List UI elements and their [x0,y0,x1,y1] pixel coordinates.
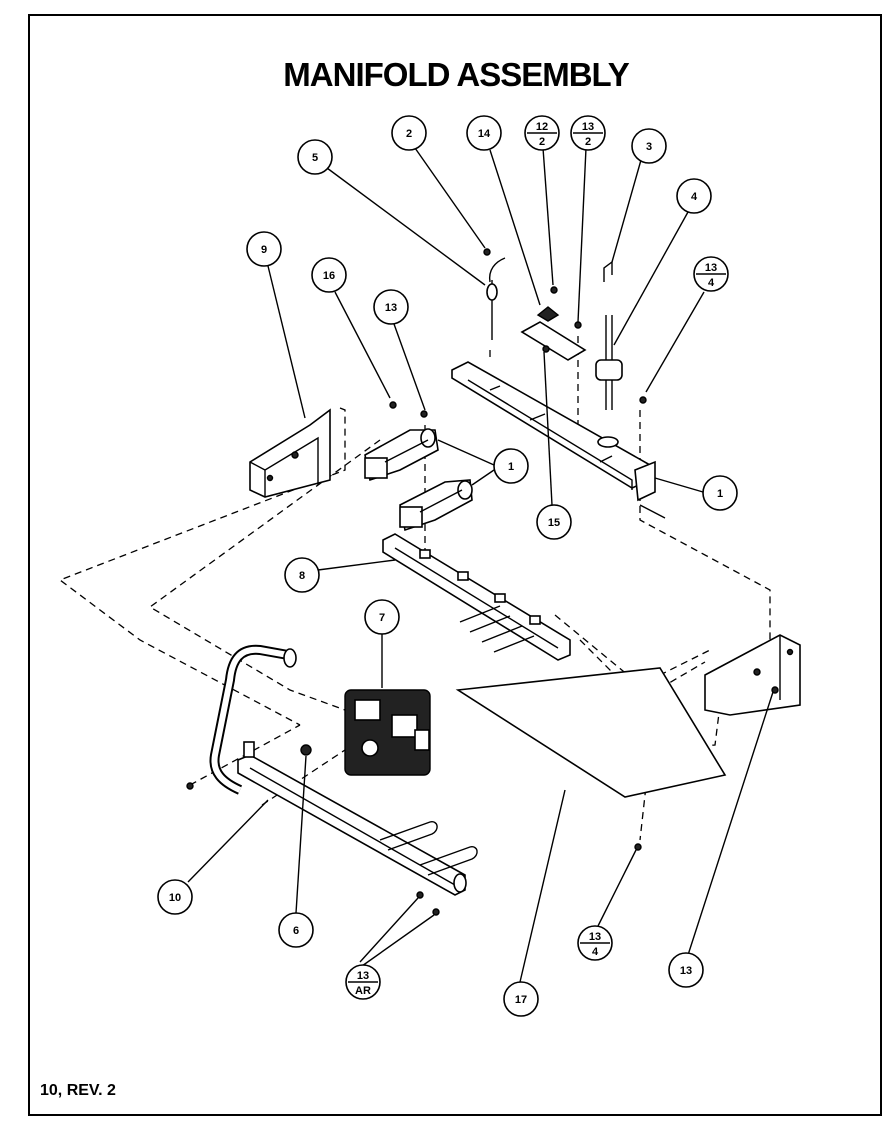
svg-text:4: 4 [708,277,715,289]
part-13-screw-right [639,396,647,404]
callout-12-over-2: 12 2 [524,115,560,151]
part-15-plate [520,321,587,361]
callout-13-over-4-bottom: 13 4 [577,925,613,961]
svg-text:13: 13 [582,121,594,133]
part-17-shield-plate [455,667,727,798]
callout-6: 6 [278,912,314,948]
part-3-clip [603,260,613,282]
part-9-left-bracket [249,408,331,498]
callout-17: 17 [503,981,539,1017]
part-16-screw [389,401,397,409]
svg-text:13: 13 [357,970,369,982]
svg-text:14: 14 [478,128,491,140]
callout-16: 16 [311,257,347,293]
callout-5: 5 [297,139,333,175]
part-14-screw [536,306,560,322]
part-10-manifold-pipe [209,644,478,896]
part-right-bracket [704,634,801,716]
page-title: MANIFOLD ASSEMBLY [283,56,629,93]
callout-14: 14 [466,115,502,151]
callout-8: 8 [284,557,320,593]
svg-text:13: 13 [705,262,717,274]
callout-13-over-2: 13 2 [570,115,606,151]
callout-10: 10 [157,879,193,915]
callout-15: 15 [536,504,572,540]
part-1-burner-upper [364,428,439,482]
svg-text:13: 13 [680,965,692,977]
callout-9: 9 [246,231,282,267]
part-8-burner-rail [382,533,571,661]
part-screws-misc [186,782,642,916]
svg-text:16: 16 [323,270,335,282]
callout-4: 4 [676,178,712,214]
callout-3: 3 [631,128,667,164]
svg-text:AR: AR [355,985,371,997]
svg-text:5: 5 [312,152,318,164]
part-1-burner-box [451,361,666,519]
callout-1-box: 1 [702,475,738,511]
callout-13-over-4-top: 13 4 [693,256,729,292]
svg-text:2: 2 [406,128,412,140]
svg-text:2: 2 [539,136,545,148]
svg-text:15: 15 [548,517,560,529]
svg-text:6: 6 [293,925,299,937]
part-4-igniter [595,315,623,448]
part-2-thermocouple [483,248,506,340]
page-footer-revision: 10, REV. 2 [40,1082,116,1099]
callout-2: 2 [391,115,427,151]
svg-text:2: 2 [585,136,591,148]
part-1-burner-lower [399,479,473,532]
svg-text:7: 7 [379,612,385,624]
page-border: MANIFOLD ASSEMBLY [28,14,882,1116]
part-6-fitting [300,744,312,756]
callout-13-over-ar: 13 AR [345,964,381,1000]
callout-1-burners: 1 [493,448,529,484]
svg-text:4: 4 [592,946,599,958]
svg-text:9: 9 [261,244,267,256]
part-13-screw-upper-left [420,410,428,418]
callout-13-upper: 13 [373,289,409,325]
svg-text:1: 1 [717,488,723,500]
svg-text:13: 13 [589,931,601,943]
svg-text:10: 10 [169,892,181,904]
part-12-screw [550,286,558,294]
callout-13-lower-right: 13 [668,952,704,988]
part-13-screw-small [574,321,582,329]
svg-text:12: 12 [536,121,548,133]
svg-text:13: 13 [385,302,397,314]
svg-text:4: 4 [691,191,698,203]
svg-text:1: 1 [508,461,514,473]
svg-text:8: 8 [299,570,305,582]
svg-text:3: 3 [646,141,652,153]
callout-7: 7 [364,599,400,635]
part-7-gas-valve [344,689,431,776]
svg-text:17: 17 [515,994,527,1006]
leader-lines [187,147,774,983]
